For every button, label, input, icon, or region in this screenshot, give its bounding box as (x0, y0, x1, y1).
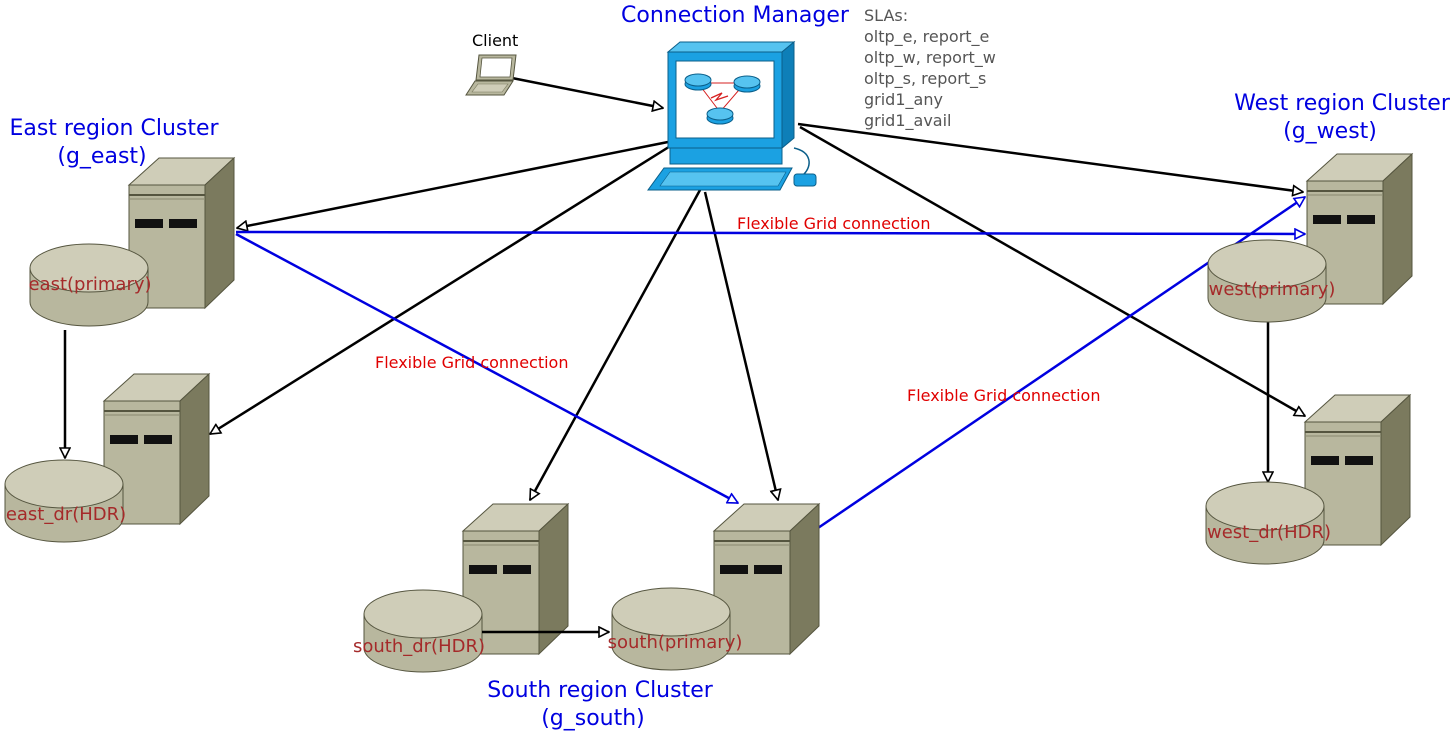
south-primary-disk (611, 587, 731, 671)
east-cluster: East region Cluster (g_east) east(primar… (4, 116, 235, 543)
grid-connection-label-south-west: Flexible Grid connection (907, 386, 1100, 405)
sla-item: grid1_avail (864, 111, 951, 131)
west-dr-label: west_dr(HDR) (1207, 522, 1331, 543)
grid-connection-label-east-south: Flexible Grid connection (375, 353, 568, 372)
router-icon (706, 107, 734, 125)
south-dr-disk (363, 589, 483, 673)
grid-connection-label-east-west: Flexible Grid connection (737, 214, 930, 233)
client-laptop (465, 54, 517, 96)
client-to-manager-arrow (511, 76, 663, 108)
west-cluster-group: (g_west) (1283, 119, 1377, 144)
grid-line-east-to-south (235, 232, 738, 505)
manager-to-west-primary-arrow (797, 122, 1303, 192)
sla-heading: SLAs: (864, 6, 908, 25)
sla-item: oltp_e, report_e (864, 27, 989, 47)
east-cluster-title: East region Cluster (9, 116, 219, 141)
sla-item: grid1_any (864, 90, 943, 110)
grid-line-east-to-west (235, 232, 1305, 234)
east-dr-disk (4, 459, 124, 543)
connection-lines (65, 76, 1305, 530)
west-primary-label: west(primary) (1209, 279, 1336, 300)
manager-to-south-primary-arrow (703, 191, 778, 500)
sla-list: SLAs: oltp_e, report_e oltp_w, report_w … (864, 6, 996, 131)
client-label: Client (472, 31, 518, 50)
east-primary-label: east(primary) (28, 274, 151, 295)
connection-manager-title: Connection Manager (621, 3, 850, 28)
south-cluster: south_dr(HDR) south(primary) South regio… (353, 503, 820, 731)
south-primary-label: south(primary) (608, 632, 743, 653)
connection-manager-workstation (647, 40, 817, 191)
manager-to-west-dr-arrow (799, 125, 1305, 418)
east-dr-label: east_dr(HDR) (6, 504, 126, 525)
router-icon (684, 73, 712, 91)
south-cluster-title: South region Cluster (487, 678, 714, 703)
manager-to-east-dr-arrow (210, 143, 673, 436)
manager-to-south-dr-arrow (528, 189, 702, 500)
sla-item: oltp_w, report_w (864, 48, 996, 68)
south-dr-label: south_dr(HDR) (353, 636, 485, 657)
west-cluster-title: West region Cluster (1234, 91, 1451, 116)
router-icon (733, 75, 761, 93)
manager-to-east-primary-arrow (237, 140, 669, 228)
west-cluster: West region Cluster (g_west) west(primar… (1205, 91, 1451, 565)
south-cluster-group: (g_south) (541, 706, 645, 731)
sla-item: oltp_s, report_s (864, 69, 986, 89)
east-cluster-group: (g_east) (57, 144, 146, 169)
